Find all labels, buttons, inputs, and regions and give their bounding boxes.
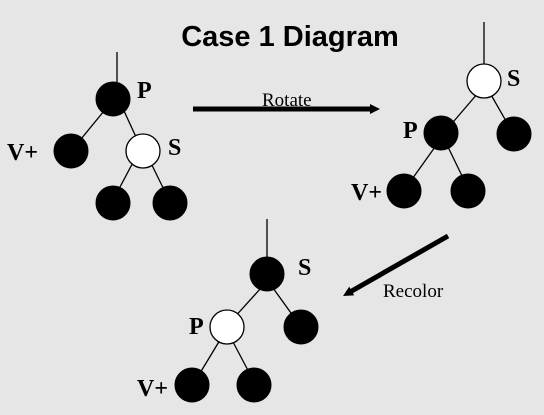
tree-rotate-label-p: P	[403, 118, 418, 144]
recolor-label: Recolor	[383, 281, 444, 302]
tree-recolor-label-p: P	[189, 314, 204, 340]
tree-before-node-s-right	[152, 185, 188, 221]
tree-before-label-s: S	[168, 135, 181, 161]
tree-recolor-node-v	[174, 367, 210, 403]
tree-before-node-s-left	[95, 185, 131, 221]
tree-before-node-p	[95, 81, 131, 117]
tree-rotate-node-v	[386, 173, 422, 209]
tree-rotate-node-p-right	[450, 173, 486, 209]
tree-before: P V+ S	[7, 52, 188, 221]
diagram-title: Case 1 Diagram	[181, 21, 399, 53]
tree-rotate-edge-p-v	[409, 146, 436, 183]
tree-recolor-label-v: V+	[137, 376, 168, 402]
recolor-arrow: Recolor	[343, 233, 450, 302]
tree-before-node-v	[53, 133, 89, 169]
recolor-arrow-line	[343, 233, 450, 296]
tree-recolor-node-p	[209, 309, 245, 345]
tree-before-node-s	[125, 133, 161, 169]
tree-recolor-node-s	[249, 256, 285, 292]
tree-after-recolor: S P V+	[137, 219, 319, 403]
rotate-label: Rotate	[262, 90, 312, 111]
tree-recolor-label-s: S	[298, 255, 311, 281]
tree-recolor-node-p-right	[236, 367, 272, 403]
tree-before-label-p: P	[137, 78, 152, 104]
tree-rotate-label-v: V+	[351, 180, 382, 206]
rotate-arrow: Rotate	[193, 90, 380, 114]
tree-before-label-v: V+	[7, 140, 38, 166]
tree-rotate-label-s: S	[507, 66, 520, 92]
tree-rotate-node-s	[466, 63, 502, 99]
tree-recolor-node-r	[283, 309, 319, 345]
tree-rotate-node-r	[496, 116, 532, 152]
tree-rotate-node-p	[423, 115, 459, 151]
tree-after-rotate: S P V+	[351, 22, 532, 209]
